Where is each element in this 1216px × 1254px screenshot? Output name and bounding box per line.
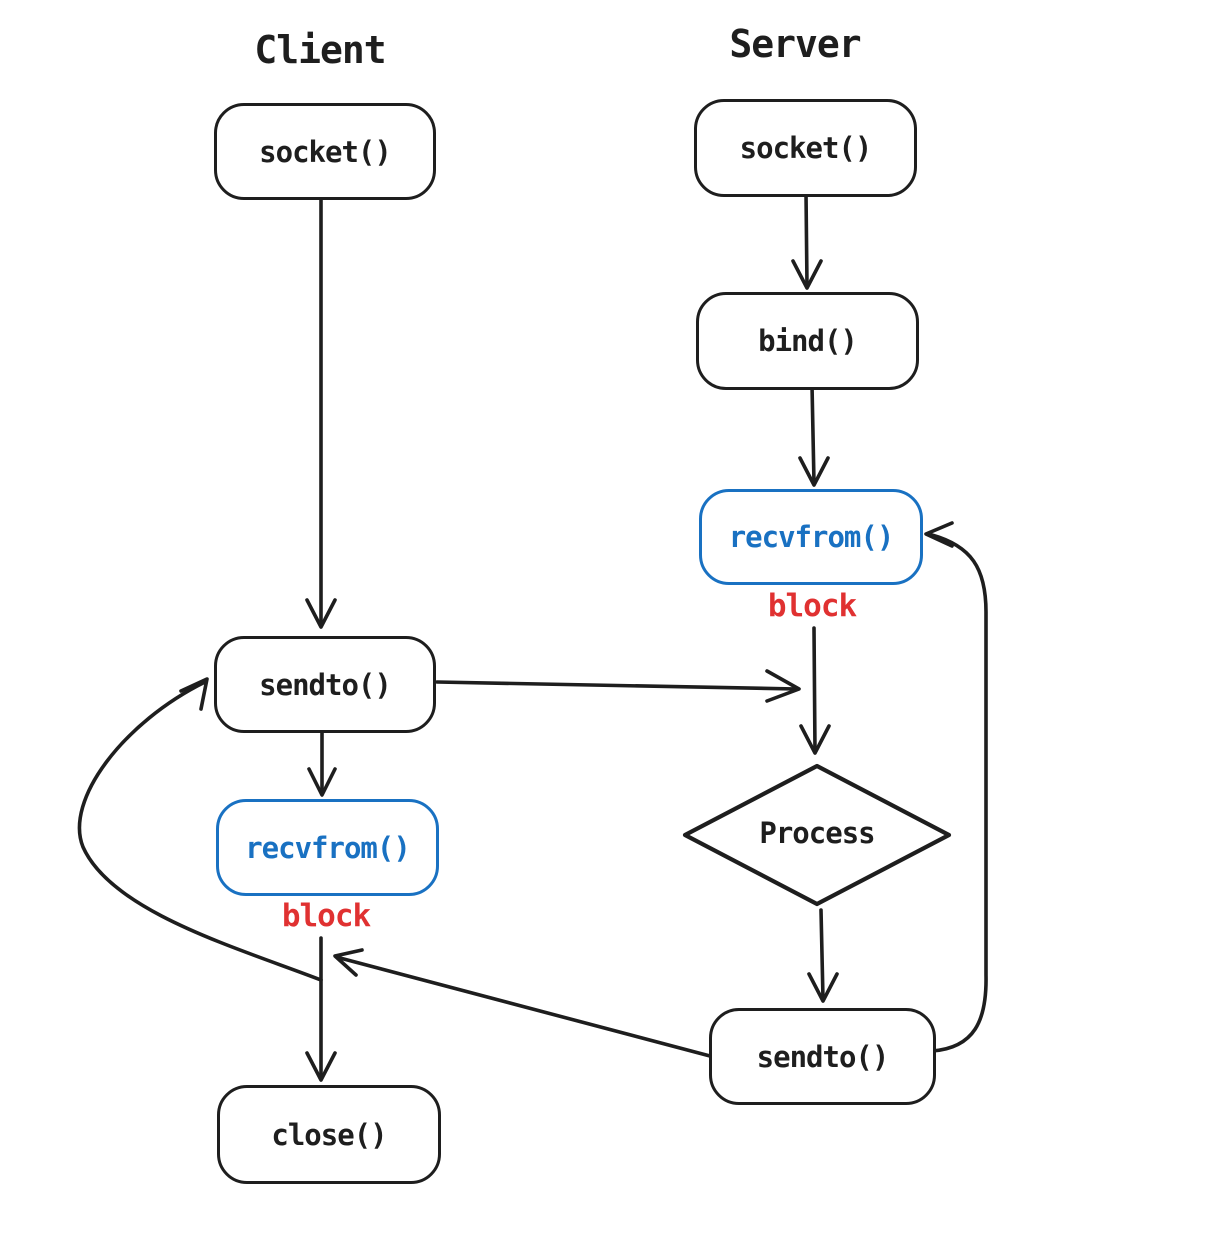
edge-process-to-server-sendto xyxy=(807,908,839,1003)
client-close-label: close() xyxy=(271,1117,387,1152)
server-sendto-node: sendto() xyxy=(709,1008,936,1105)
client-socket-node: socket() xyxy=(214,103,436,200)
edge-server-socket-to-server-bind xyxy=(791,191,823,290)
server-recvfrom-label: recvfrom() xyxy=(728,520,895,554)
edge-client-socket-to-client-sendto xyxy=(305,195,337,629)
client-recvfrom-label: recvfrom() xyxy=(245,830,411,865)
edge-client-sendto-to-client-recvfrom xyxy=(307,728,337,797)
edge-server-sendto-to-client xyxy=(333,948,712,1058)
edge-client-recvfrom-to-client-close xyxy=(305,936,337,1082)
client-column-title: Client xyxy=(254,28,386,72)
server-bind-node: bind() xyxy=(696,292,919,390)
server-socket-label: socket() xyxy=(739,131,873,165)
process-diamond-label: Process xyxy=(759,816,875,850)
process-diamond-shape xyxy=(682,763,952,907)
server-sendto-label: sendto() xyxy=(756,1039,890,1074)
edge-server-bind-to-server-recvfrom xyxy=(798,383,830,487)
server-socket-node: socket() xyxy=(694,99,917,197)
client-recvfrom-node: recvfrom() xyxy=(216,799,439,896)
client-sendto-node: sendto() xyxy=(214,636,436,733)
client-sendto-label: sendto() xyxy=(259,667,392,702)
server-recvfrom-node: recvfrom() xyxy=(699,489,923,585)
client-block-label: block xyxy=(281,898,371,934)
server-block-label: block xyxy=(767,588,857,624)
edge-server-recvfrom-to-process xyxy=(799,626,831,755)
server-column-title: Server xyxy=(729,22,861,66)
edge-server-loop-to-recvfrom xyxy=(924,521,988,1053)
client-socket-label: socket() xyxy=(259,134,392,169)
edge-client-sendto-to-server xyxy=(435,669,801,703)
server-bind-label: bind() xyxy=(758,324,858,358)
client-close-node: close() xyxy=(217,1085,441,1184)
edge-client-loop-to-sendto xyxy=(77,677,323,982)
